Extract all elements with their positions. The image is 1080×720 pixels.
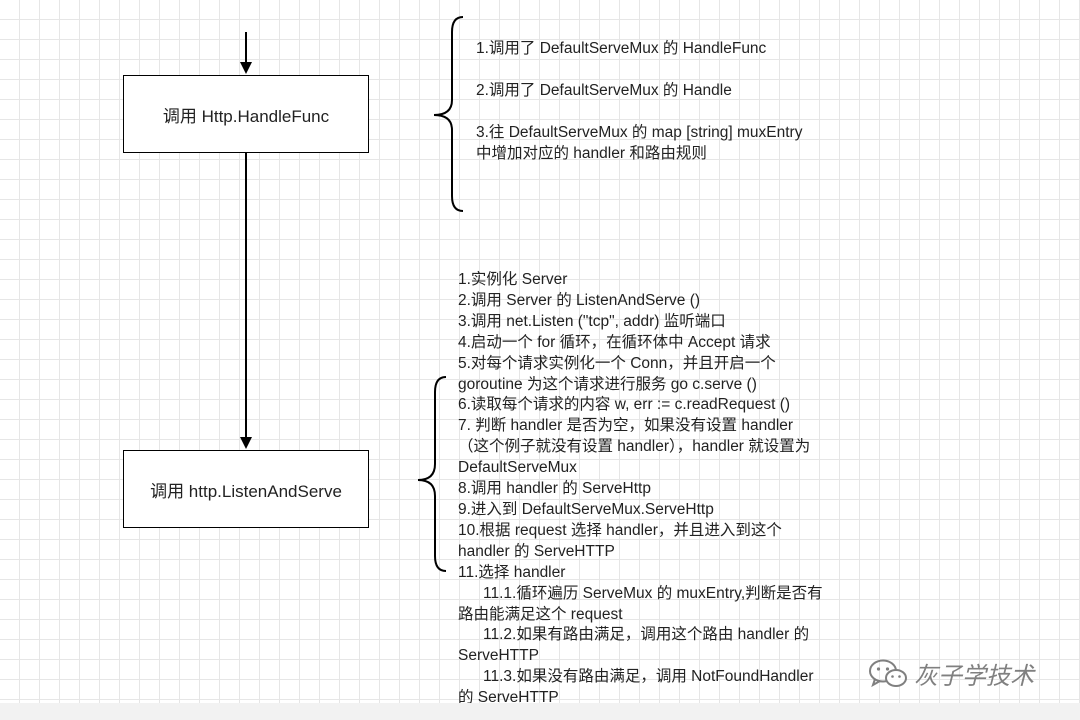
footer-band [0, 703, 1080, 720]
note-line: 4.启动一个 for 循环，在循环体中 Accept 请求 [458, 333, 771, 351]
note-line: 路由能满足这个 request [458, 605, 623, 623]
note-line: 的 ServeHTTP [458, 689, 559, 707]
wechat-icon [869, 659, 907, 687]
note-line: 11.1.循环遍历 ServeMux 的 muxEntry,判断是否有 [483, 584, 823, 602]
listenandserve-brace [417, 376, 447, 572]
note-line: 11.2.如果有路由满足，调用这个路由 handler 的 [483, 626, 810, 644]
watermark: 灰子学技术 [868, 656, 1034, 691]
listenandserve-node-label: 调用 http.ListenAndServe [150, 481, 342, 501]
note-line: goroutine 为这个请求进行服务 go c.serve () [458, 375, 757, 393]
watermark-text: 灰子学技术 [914, 663, 1034, 690]
note-line: 1.实例化 Server [458, 271, 568, 288]
handlefunc-note: 2.调用了 DefaultServeMux 的 Handle [476, 82, 732, 99]
handlefunc-note: 1.调用了 DefaultServeMux 的 HandleFunc [476, 40, 767, 57]
note-line: 9.进入到 DefaultServeMux.ServeHttp [458, 500, 714, 518]
note-line: handler 的 ServeHTTP [458, 542, 615, 560]
handlefunc-brace [433, 16, 464, 212]
handlefunc-node-label: 调用 Http.HandleFunc [162, 106, 330, 126]
note-line: ServeHTTP [458, 647, 539, 665]
note-line: 2.调用 Server 的 ListenAndServe () [458, 291, 701, 309]
handlefunc-node: 调用 Http.HandleFunc [123, 75, 369, 153]
note-line: 3.调用 net.Listen ("tcp", addr) 监听端口 [458, 312, 726, 330]
listenandserve-notes: 1.实例化 Server 2.调用 Server 的 ListenAndServ… [458, 270, 858, 709]
note-line: 6.读取每个请求的内容 w, err := c.readRequest () [458, 396, 791, 414]
note-line: 5.对每个请求实例化一个 Conn，并且开启一个 [458, 354, 776, 372]
note-line: （这个例子就没有设置 handler），handler 就设置为 [458, 438, 811, 456]
handlefunc-notes: 1.调用了 DefaultServeMux 的 HandleFunc 2.调用了… [476, 38, 806, 185]
handlefunc-note: 3.往 DefaultServeMux 的 map [string] muxEn… [476, 124, 803, 162]
note-line: 8.调用 handler 的 ServeHttp [458, 480, 651, 498]
note-line: 7. 判断 handler 是否为空，如果没有设置 handler [458, 417, 794, 435]
note-line: DefaultServeMux [458, 459, 577, 477]
note-line: 10.根据 request 选择 handler，并且进入到这个 [458, 521, 782, 539]
listenandserve-node: 调用 http.ListenAndServe [123, 450, 369, 528]
note-line: 11.3.如果没有路由满足，调用 NotFoundHandler [483, 668, 814, 686]
note-line: 11.选择 handler [458, 563, 566, 581]
